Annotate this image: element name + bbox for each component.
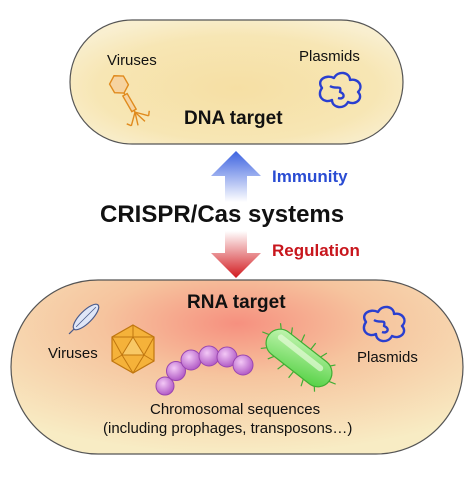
bacteriophage-icon	[108, 75, 150, 127]
rna-target-title: RNA target	[187, 292, 286, 313]
chromosomal-line-2: (including prophages, transposons…)	[103, 420, 353, 437]
regulation-label: Regulation	[272, 241, 360, 260]
bead-chain-icon	[155, 345, 254, 396]
crispr-cas-title: CRISPR/Cas systems	[100, 201, 345, 228]
dna-plasmids-label: Plasmids	[299, 48, 360, 65]
rna-plasmids-label: Plasmids	[357, 349, 418, 366]
chromosomal-line-1: Chromosomal sequences	[150, 401, 321, 418]
icosahedral-virus-icon	[111, 324, 155, 374]
bacterium-icon	[260, 323, 336, 392]
dna-target-title: DNA target	[184, 108, 283, 129]
dna-target-box	[69, 19, 404, 145]
plasmid-icon	[362, 305, 406, 343]
immunity-label: Immunity	[272, 167, 348, 186]
regulation-arrow	[211, 231, 261, 278]
rna-viruses-label: Viruses	[48, 345, 98, 362]
immunity-arrow	[211, 151, 261, 202]
filamentous-virus-icon	[68, 303, 100, 335]
dna-viruses-label: Viruses	[107, 52, 157, 69]
plasmid-icon	[318, 71, 362, 109]
